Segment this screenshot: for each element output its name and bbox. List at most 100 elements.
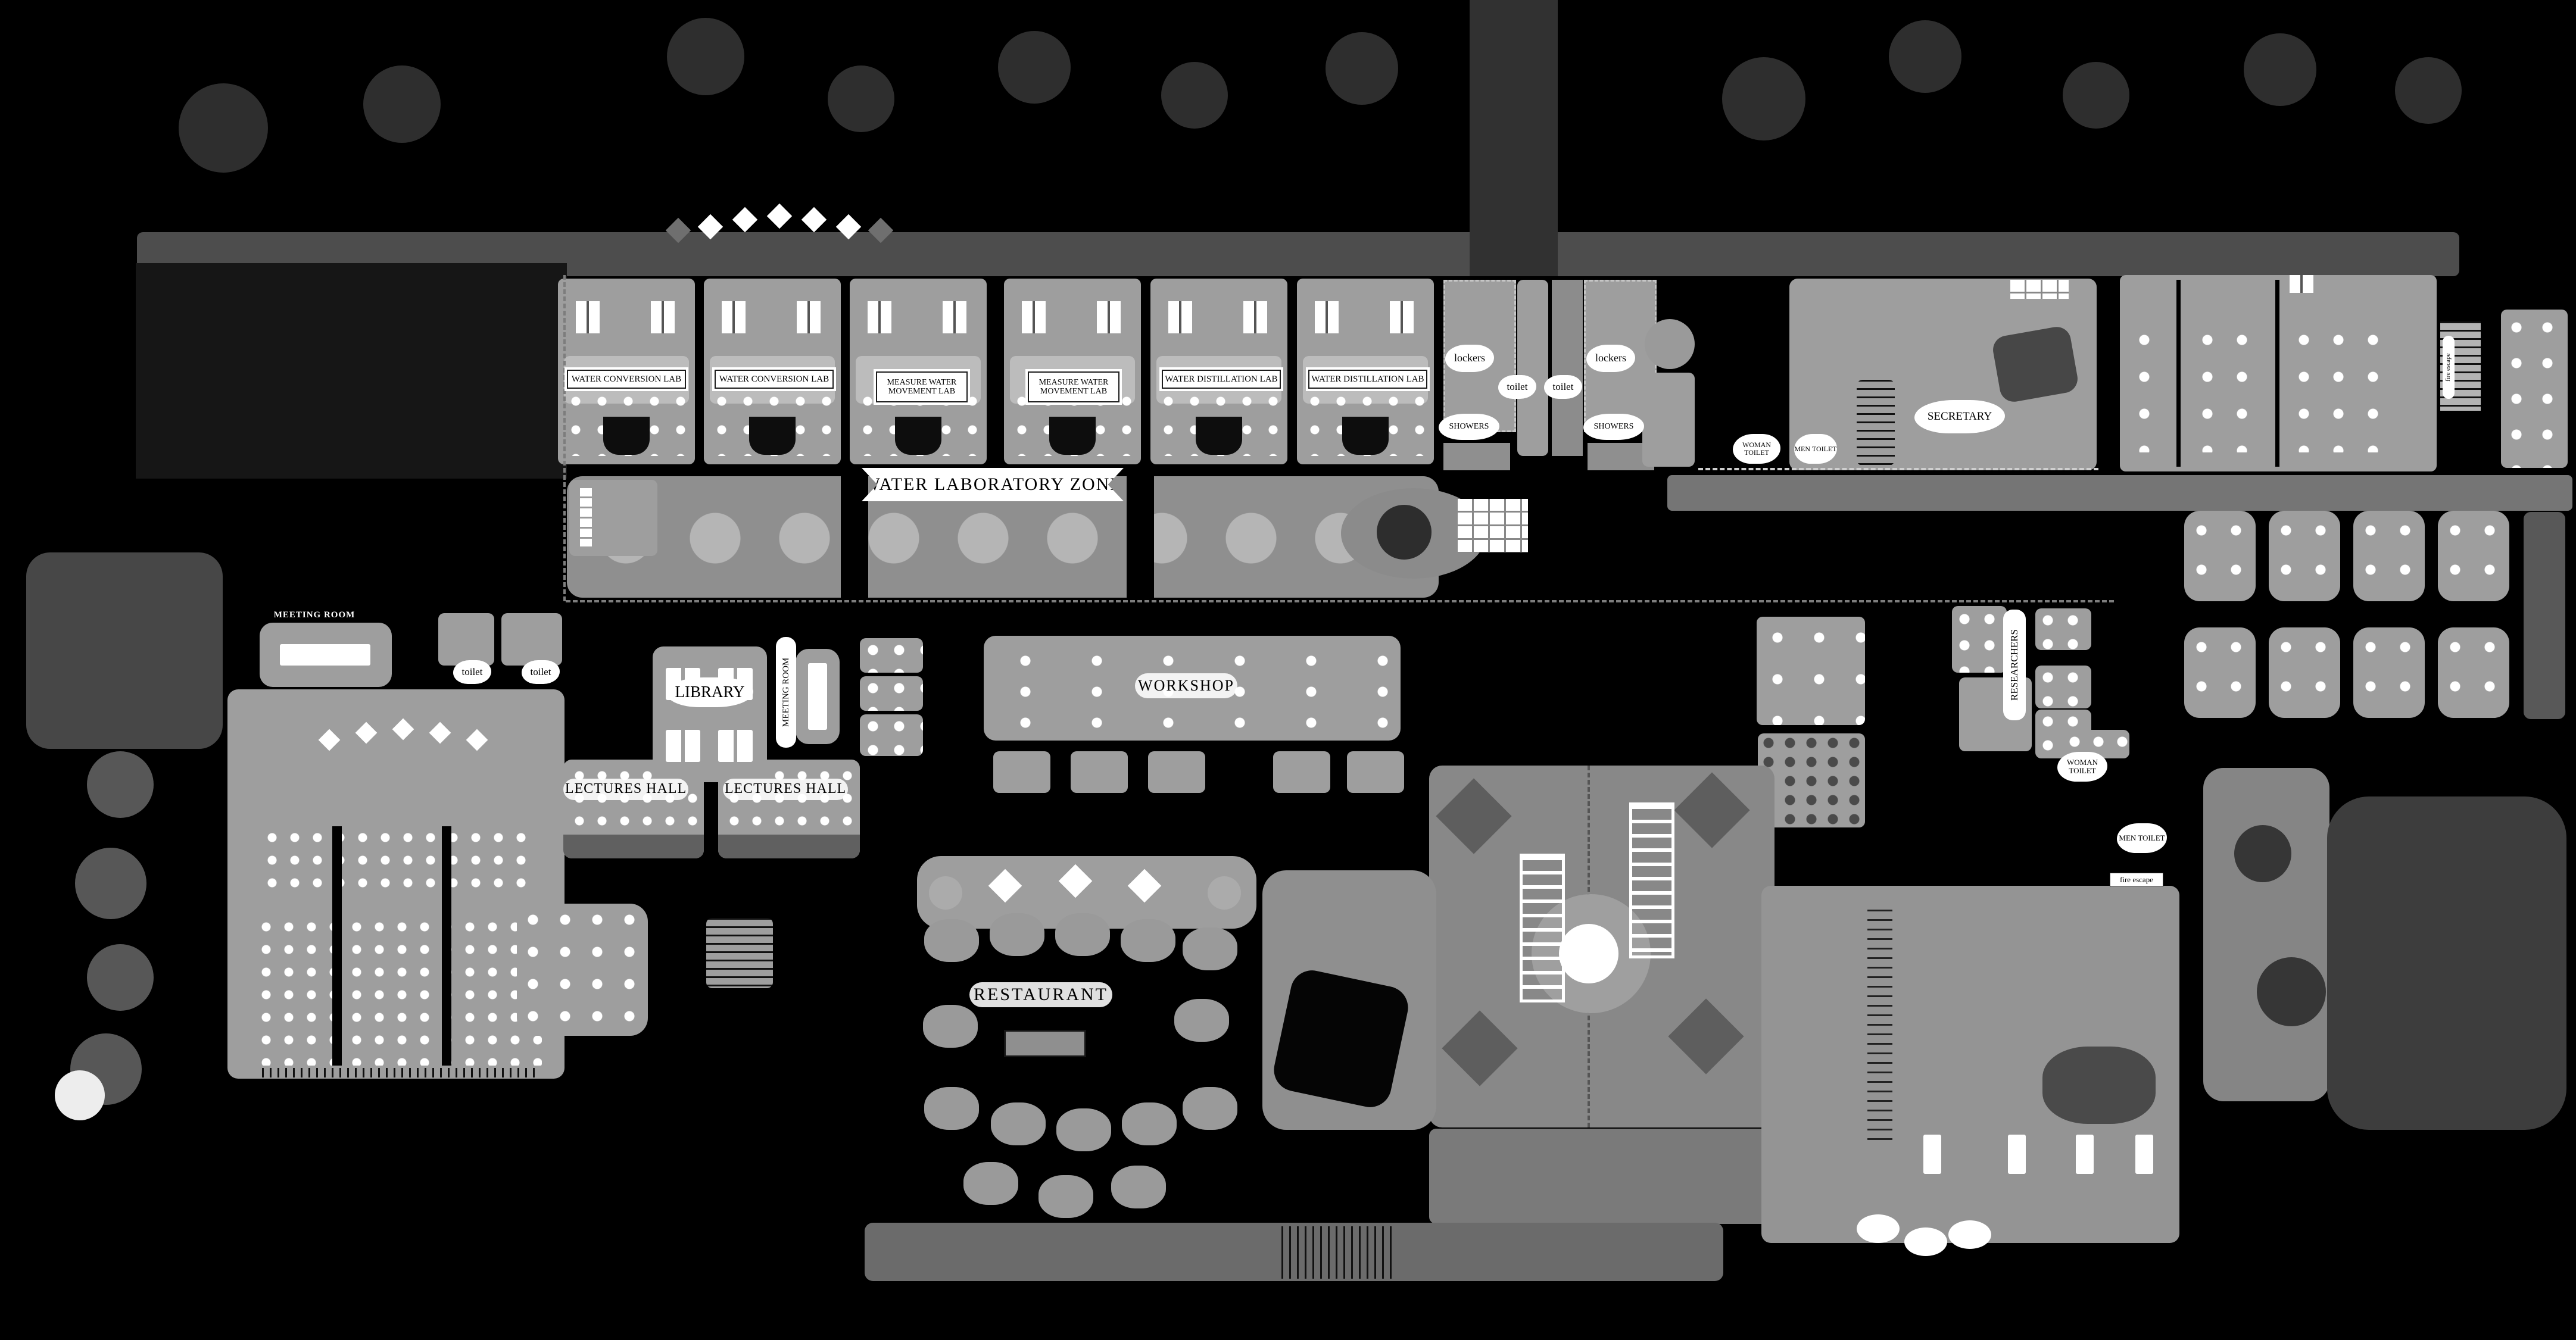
tree <box>998 31 1071 104</box>
restaurant-table <box>990 913 1044 956</box>
wall <box>2275 280 2279 467</box>
restaurant-table <box>923 1005 978 1048</box>
lockers-1-label: lockers <box>1445 345 1494 372</box>
tree <box>87 944 154 1011</box>
hall-back-row <box>718 835 860 858</box>
fire-escape-right-label: fire escape <box>2110 873 2163 887</box>
conference-table <box>2076 1135 2094 1174</box>
restaurant-table <box>924 919 979 962</box>
aisle <box>332 826 342 1066</box>
office-pod <box>2438 511 2509 601</box>
restaurant-table <box>1174 999 1229 1042</box>
restaurant-table <box>1183 927 1237 970</box>
hall-back-row <box>563 835 704 858</box>
wall <box>841 476 868 598</box>
conference-table <box>808 663 827 730</box>
fume-hood <box>895 417 941 455</box>
fume-hood <box>1342 417 1389 455</box>
fume-hood <box>1196 417 1242 455</box>
hatch-strip <box>1867 910 1892 1148</box>
office-pod <box>2438 627 2509 718</box>
door-icon <box>722 301 746 333</box>
water-distillation-lab-2-label: WATER DISTILLATION LAB <box>1308 370 1427 389</box>
auditorium-seats <box>261 826 536 899</box>
woman-toilet-right-label: WOMAN TOILET <box>2057 752 2107 782</box>
restaurant-table <box>1122 1102 1177 1145</box>
tree <box>1722 57 1805 140</box>
office-pod <box>2353 627 2425 718</box>
restaurant-table <box>924 1087 979 1130</box>
lectures-hall-2-label: LECTURES HALL <box>723 779 848 800</box>
water-conversion-lab-2-label: WATER CONVERSION LAB <box>715 370 834 389</box>
men-toilet-top-label: MEN TOILET <box>1794 434 1837 464</box>
bench-white <box>1948 1220 1991 1249</box>
office-pod <box>860 714 923 756</box>
staircase <box>706 918 773 988</box>
office-pod <box>2269 511 2340 601</box>
aisle <box>442 826 451 1066</box>
boundary-dashed <box>1698 468 2098 470</box>
restaurant-label: RESTAURANT <box>969 982 1112 1007</box>
water-laboratory-zone-banner: WATER LABORATORY ZONE <box>862 468 1124 501</box>
tree <box>87 751 154 818</box>
tree <box>1326 32 1398 105</box>
workshop-label: WORKSHOP <box>1135 673 1237 698</box>
room-block <box>1757 617 1865 725</box>
hatch-strip <box>262 1068 536 1077</box>
serving-counter <box>1004 1030 1086 1057</box>
boundary-dashed <box>563 275 566 601</box>
machine-bay <box>1148 751 1205 793</box>
office-pod <box>2184 627 2256 718</box>
machine-bay <box>993 751 1050 793</box>
planter-blob <box>1208 876 1241 910</box>
tree <box>2234 825 2291 882</box>
planter-blob <box>929 876 962 910</box>
door-icon <box>1168 301 1192 333</box>
machine-bay <box>1273 751 1330 793</box>
toilet-corridor <box>1552 280 1583 456</box>
door-icon <box>1315 301 1339 333</box>
restaurant-table <box>1038 1175 1093 1218</box>
water-distillation-lab-1-label: WATER DISTILLATION LAB <box>1162 370 1281 389</box>
planter-diamond <box>732 207 758 233</box>
office-pod <box>2353 511 2425 601</box>
restaurant-table <box>991 1102 1046 1145</box>
measure-water-movement-lab-1-label: MEASURE WATER MOVEMENT LAB <box>876 371 968 402</box>
restaurant-table <box>1111 1166 1166 1208</box>
door-icon <box>2290 275 2313 293</box>
restaurant-table <box>1183 1087 1237 1130</box>
conference-table <box>280 644 370 666</box>
tree <box>667 18 744 95</box>
desk-cluster <box>2287 321 2382 452</box>
door-icon <box>1390 301 1414 333</box>
restaurant-table <box>1121 919 1175 962</box>
showers-2-label: SHOWERS <box>1583 414 1644 440</box>
shower-strip <box>1443 443 1510 470</box>
path <box>2203 768 2329 1101</box>
secretary-desk <box>1991 324 2080 404</box>
desk-cluster <box>2127 321 2172 452</box>
secretary-label: SECRETARY <box>1914 400 2005 433</box>
tree <box>75 848 146 919</box>
glass-room <box>1458 499 1528 552</box>
office-pod <box>2269 627 2340 718</box>
toilet-top-2-label: toilet <box>1544 375 1582 399</box>
atrium-core <box>1377 505 1432 560</box>
auditorium-seats <box>255 916 542 1066</box>
stage-piano <box>1270 966 1412 1111</box>
room-block <box>2501 310 2568 468</box>
tree-white <box>55 1070 105 1120</box>
showers-1-label: SHOWERS <box>1439 414 1499 440</box>
researcher-office <box>2035 608 2091 650</box>
wall <box>2176 280 2181 467</box>
staircase <box>1857 380 1895 466</box>
pergola <box>1520 854 1565 1002</box>
restaurant-table <box>963 1162 1018 1205</box>
restaurant-table <box>1055 913 1110 956</box>
tree <box>2257 957 2326 1026</box>
office-pod <box>860 676 923 711</box>
conference-table <box>2008 1135 2026 1174</box>
door-icon <box>1097 301 1121 333</box>
bench-white <box>1904 1227 1947 1256</box>
